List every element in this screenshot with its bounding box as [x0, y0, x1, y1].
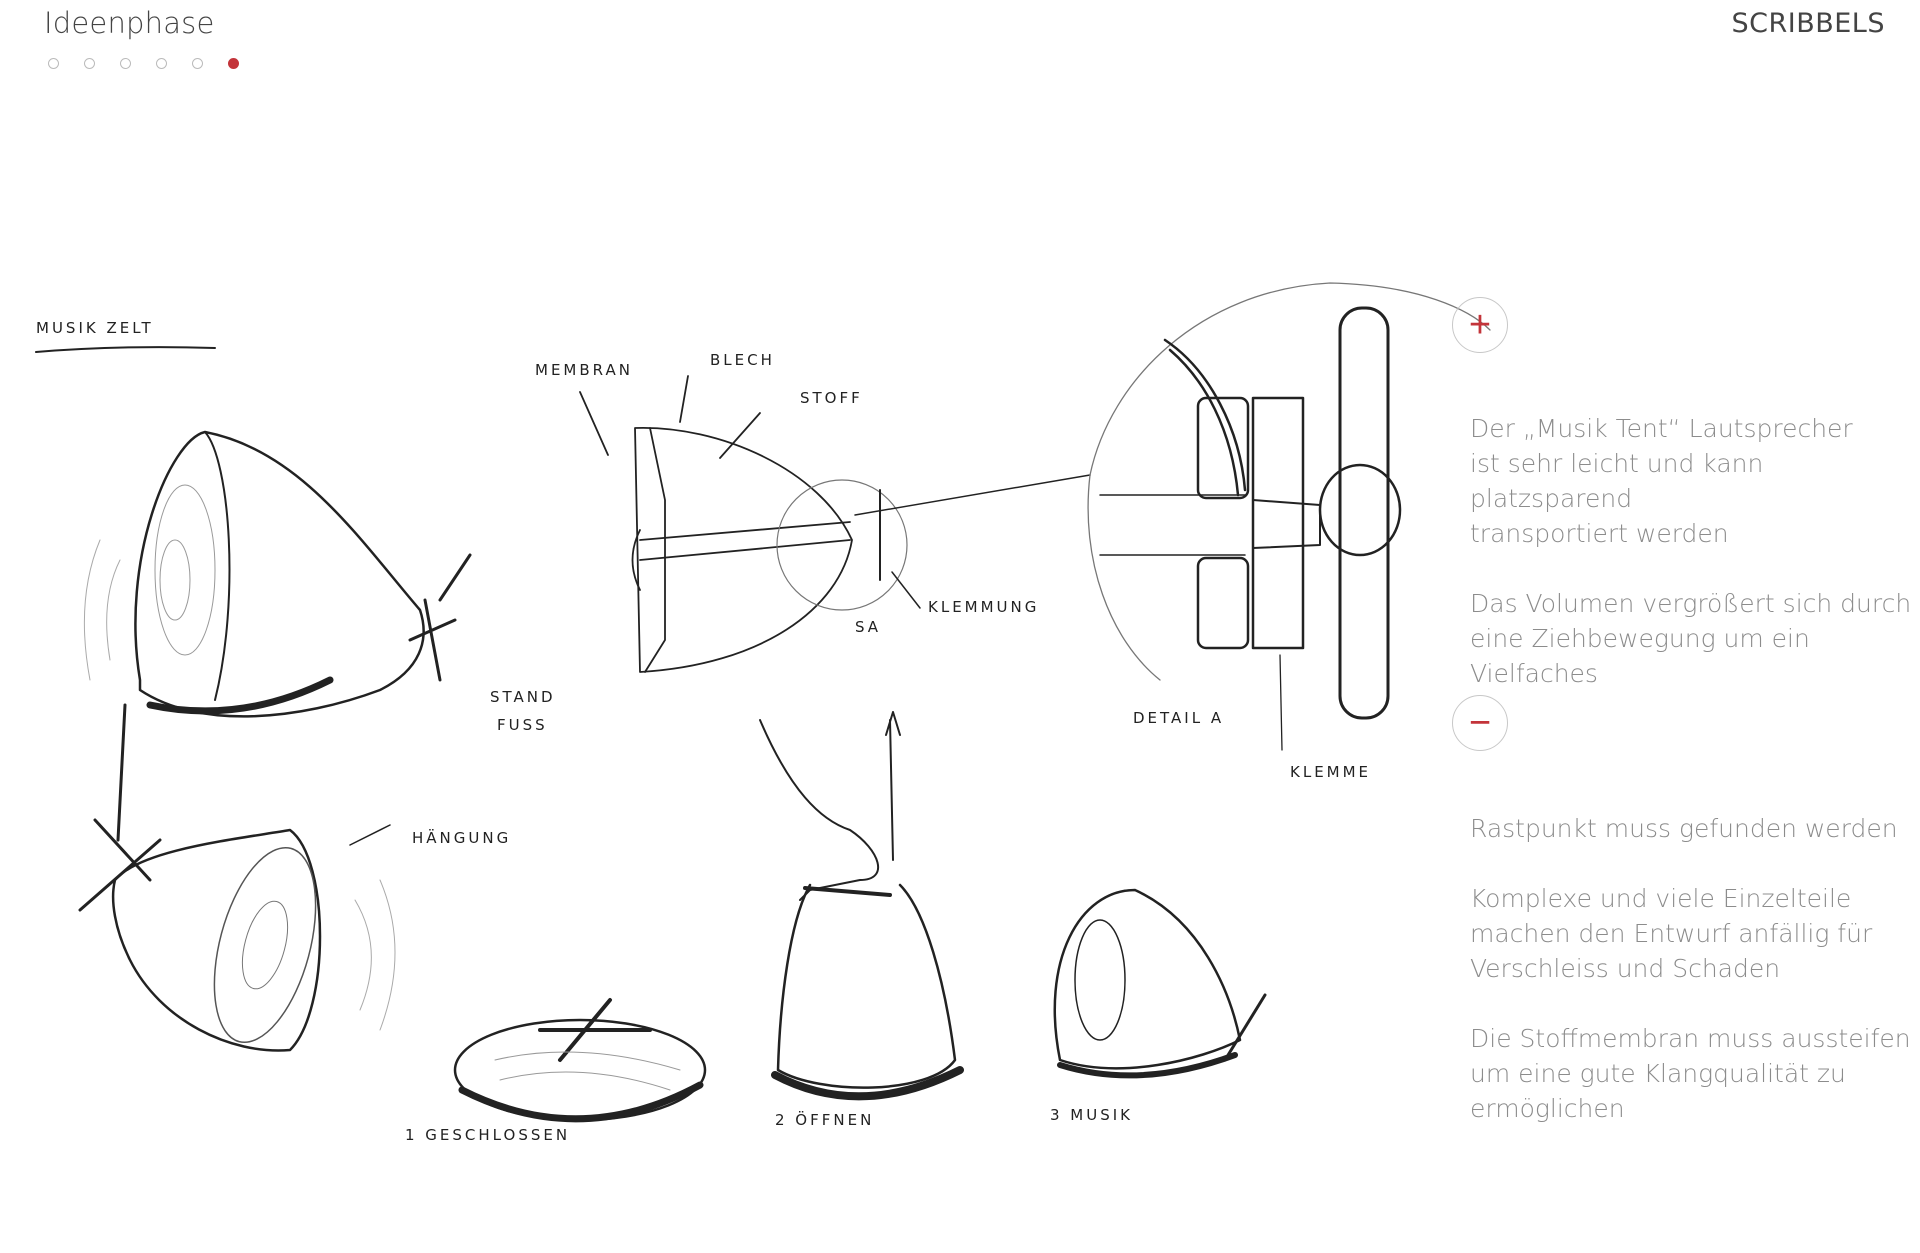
heading-underline — [35, 346, 216, 353]
detail-a-drawing — [1087, 282, 1491, 751]
label-blech: BLECH — [710, 351, 775, 369]
section-drawing — [579, 375, 1091, 673]
label-haengung: HÄNGUNG — [412, 828, 511, 847]
speaker-hanging-drawing — [78, 818, 396, 1052]
step-music-drawing — [1053, 888, 1267, 1079]
step-open-drawing — [759, 711, 964, 1101]
label-stoff: STOFF — [800, 389, 863, 407]
zoom-in-button[interactable]: + — [1452, 297, 1508, 353]
label-membran: MEMBRAN — [535, 361, 633, 379]
page-dot-4[interactable] — [156, 58, 167, 69]
step-closed-drawing — [453, 998, 707, 1123]
zoom-out-button[interactable]: − — [1452, 695, 1508, 751]
note-pro-1: Der „Musik Tent“ Lautsprecher ist sehr l… — [1470, 414, 1853, 548]
label-stand: STAND — [490, 688, 556, 706]
page-dot-5[interactable] — [192, 58, 203, 69]
page-dot-6-active[interactable] — [228, 58, 239, 69]
minus-icon: − — [1468, 702, 1492, 744]
note-contra-3: Die Stoffmembran muss aussteifen um eine… — [1470, 1024, 1911, 1123]
page-dot-1[interactable] — [48, 58, 59, 69]
haengung-pointer — [349, 824, 391, 846]
label-step3: 3 MUSIK — [1050, 1106, 1133, 1124]
label-detail-a: DETAIL A — [1133, 709, 1224, 727]
note-pro-2: Das Volumen vergrößert sich durch eine Z… — [1470, 589, 1912, 688]
pro-notes: Der „Musik Tent“ Lautsprecher ist sehr l… — [1470, 411, 1920, 691]
page-title: Ideenphase — [44, 6, 215, 40]
page-dot-2[interactable] — [84, 58, 95, 69]
page-dot-3[interactable] — [120, 58, 131, 69]
contra-notes: Rastpunkt muss gefunden werden Komplexe … — [1470, 811, 1911, 1126]
label-step1: 1 GESCHLOSSEN — [405, 1126, 570, 1144]
label-step2: 2 ÖFFNEN — [775, 1110, 874, 1129]
label-sa: SA — [855, 618, 881, 636]
note-contra-1: Rastpunkt muss gefunden werden — [1470, 814, 1898, 843]
label-fuss: FUSS — [497, 716, 548, 734]
pagination-dots — [48, 58, 239, 69]
sketch-heading: MUSIK ZELT — [36, 319, 154, 337]
speaker-standing-drawing — [83, 430, 472, 842]
note-contra-2: Komplexe und viele Einzelteile machen de… — [1470, 884, 1873, 983]
label-klemmung: KLEMMUNG — [928, 598, 1039, 616]
section-title: SCRIBBELS — [1731, 8, 1885, 39]
label-klemme: KLEMME — [1290, 763, 1371, 781]
plus-icon: + — [1468, 304, 1492, 346]
